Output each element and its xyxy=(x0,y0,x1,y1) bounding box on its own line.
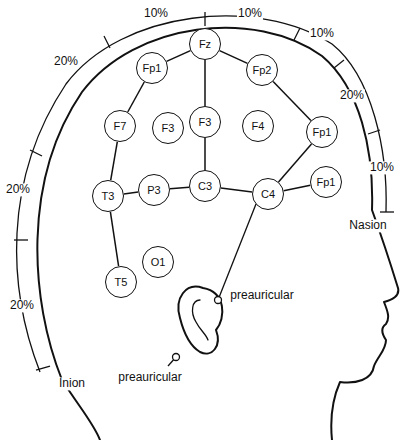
tick xyxy=(14,239,28,240)
ear xyxy=(178,287,222,354)
electrode-label: O1 xyxy=(151,257,166,268)
ear-inner xyxy=(193,300,208,340)
electrode-circle: T3 xyxy=(92,180,124,212)
electrode-circle: C4 xyxy=(252,178,284,210)
electrode-circle: F3 xyxy=(152,112,184,144)
electrode-label: Fp2 xyxy=(253,65,272,76)
measure-arc xyxy=(17,16,387,372)
electrode-circle: F3 xyxy=(189,106,221,138)
electrode-circle: Fp2 xyxy=(246,54,278,86)
electrode-label: Fp1 xyxy=(317,177,336,188)
tick xyxy=(380,211,394,212)
electrode-label: Fp1 xyxy=(313,127,332,138)
tick xyxy=(294,28,300,40)
electrode-line xyxy=(170,187,189,188)
electrode-line xyxy=(204,60,206,106)
distance-label: 10% xyxy=(237,7,263,20)
landmark-label: Inion xyxy=(58,377,86,390)
electrode-circle: Fp1 xyxy=(136,52,168,84)
electrode-circle: F4 xyxy=(242,110,274,142)
distance-label: 10% xyxy=(369,161,395,174)
distance-label: 20% xyxy=(339,89,365,102)
electrode-circle: Fz xyxy=(189,28,221,60)
electrode-label: F4 xyxy=(252,121,265,132)
distance-label: 20% xyxy=(53,55,79,68)
electrode-line xyxy=(221,188,252,192)
electrode-label: T3 xyxy=(102,191,115,202)
electrode-circle: Fp1 xyxy=(310,166,342,198)
landmark-label: Nasion xyxy=(348,219,387,232)
electrode-label: F7 xyxy=(114,121,127,132)
leader-line xyxy=(218,204,256,300)
tick xyxy=(30,150,42,156)
electrode-label: F3 xyxy=(162,123,175,134)
electrode-label: P3 xyxy=(147,185,160,196)
landmark-label: preauricular xyxy=(117,371,182,384)
electrode-label: C4 xyxy=(261,189,275,200)
electrode-line xyxy=(204,138,206,170)
electrode-label: T5 xyxy=(115,277,128,288)
electrode-line xyxy=(279,144,312,182)
electrode-label: Fz xyxy=(199,39,211,50)
electrode-line xyxy=(284,185,311,191)
electrode-line xyxy=(167,51,191,62)
electrode-line xyxy=(124,192,138,194)
electrode-circle: Fp1 xyxy=(306,116,338,148)
electrode-circle: O1 xyxy=(142,246,174,278)
electrode-label: Fp1 xyxy=(143,63,162,74)
electrode-line xyxy=(128,82,145,112)
tick xyxy=(36,366,50,370)
distance-label: 10% xyxy=(143,7,169,20)
preauricular-point xyxy=(173,354,180,361)
electrode-label: F3 xyxy=(199,117,212,128)
landmark-label: preauricular xyxy=(229,289,294,302)
electrode-line xyxy=(273,81,311,120)
distance-label: 20% xyxy=(9,299,35,312)
electrode-circle: F7 xyxy=(104,110,136,142)
tick xyxy=(334,60,344,68)
tick xyxy=(204,12,205,26)
preauricular-point xyxy=(215,297,222,304)
electrode-line xyxy=(220,51,248,64)
electrode-line xyxy=(111,142,118,180)
tick xyxy=(104,36,110,48)
tick xyxy=(368,130,380,134)
distance-label: 20% xyxy=(5,183,31,196)
electrode-circle: C3 xyxy=(189,170,221,202)
head-outline xyxy=(37,28,398,440)
electrode-circle: T5 xyxy=(105,266,137,298)
distance-label: 10% xyxy=(309,27,335,40)
electrode-circle: P3 xyxy=(138,174,170,206)
electrode-label: C3 xyxy=(198,181,212,192)
electrode-line xyxy=(110,212,118,266)
